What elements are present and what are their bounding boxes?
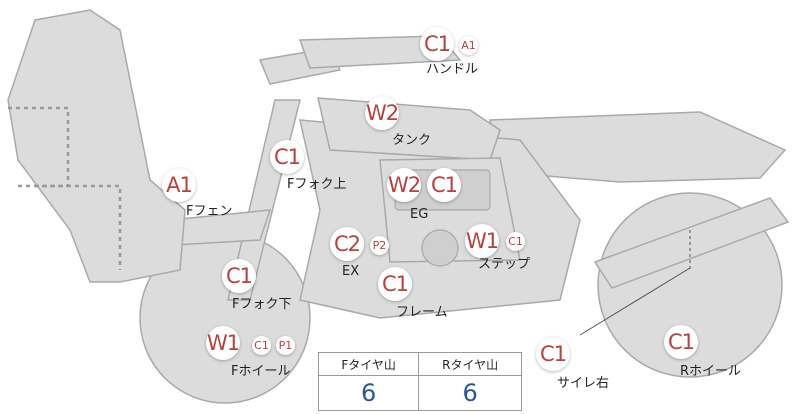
exhaust-badge-1: C2 <box>330 227 364 261</box>
muffler <box>593 197 790 289</box>
rear-tire-value: 6 <box>418 375 522 411</box>
engine-badge-2: C1 <box>427 168 461 202</box>
rwheel-badge: C1 <box>664 325 698 359</box>
ffork-lower-label: Fフォク下 <box>232 297 292 312</box>
engine-badge-1: W2 <box>387 168 421 202</box>
step-badge-1: W1 <box>465 224 499 258</box>
muffler-right-label: サイレ右 <box>557 376 610 391</box>
front-tire-header: Fタイヤ山 <box>317 352 420 376</box>
frame-label: フレーム <box>396 305 448 320</box>
ffork-lower-badge: C1 <box>222 259 256 293</box>
fairing <box>7 9 186 283</box>
tank-badge: W2 <box>365 96 399 130</box>
tank-label: タンク <box>392 133 432 148</box>
rwheel-label: Rホイール <box>680 364 742 379</box>
tire-tread-table: Fタイヤ山 Rタイヤ山 6 6 <box>317 352 522 411</box>
handle-badge-1: C1 <box>420 27 454 61</box>
fwheel-badge-1: W1 <box>206 326 240 360</box>
exhaust-label: EX <box>342 264 360 279</box>
tank-shape <box>317 97 501 161</box>
ffork-upper-badge: C1 <box>270 140 304 174</box>
step-label: ステップ <box>478 257 531 272</box>
fender-badge: A1 <box>162 168 196 202</box>
muffler-leader-line <box>579 267 691 336</box>
frame-badge: C1 <box>378 267 412 301</box>
handle-badge-2: A1 <box>459 36 478 55</box>
muffler-right-badge: C1 <box>536 337 570 371</box>
engine-case <box>421 229 459 267</box>
engine-label: EG <box>410 207 429 222</box>
handle-label: ハンドル <box>426 62 479 77</box>
step-badge-2: C1 <box>506 232 525 251</box>
front-tire-value: 6 <box>317 375 420 411</box>
fwheel-label: Fホイール <box>231 364 291 379</box>
fwheel-badge-2: C1 <box>252 336 271 355</box>
ffork-upper-label: Fフォク上 <box>287 177 347 192</box>
fwheel-badge-3: P1 <box>276 336 295 355</box>
rear-tire-header: Rタイヤ山 <box>418 352 522 376</box>
fender-label: Fフェン <box>186 204 233 219</box>
exhaust-badge-2: P2 <box>370 236 389 255</box>
